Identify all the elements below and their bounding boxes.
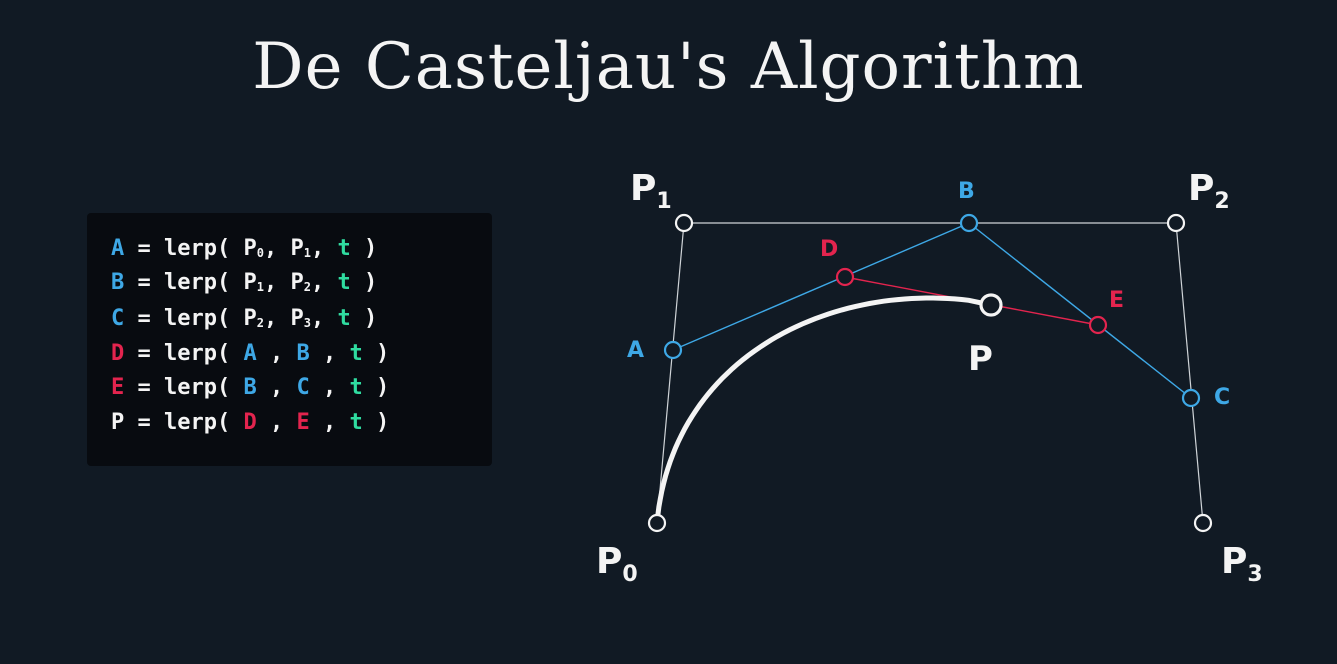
code-paren: )	[375, 375, 390, 400]
code-operator: =	[137, 236, 151, 261]
code-argument: A	[243, 341, 257, 366]
label-e: E	[1109, 288, 1124, 313]
code-paren: )	[363, 306, 378, 331]
code-variable: P	[111, 410, 125, 435]
code-comma: ,	[263, 306, 278, 331]
label-a: A	[627, 338, 644, 363]
code-comma: ,	[310, 270, 325, 295]
label-p: P	[968, 339, 993, 379]
label-p2: P2	[1188, 168, 1230, 214]
label-subscript: 1	[656, 189, 671, 214]
label-p3: P3	[1221, 541, 1263, 587]
point-d	[835, 267, 855, 287]
code-comma: ,	[263, 236, 278, 261]
code-parameter-t: t	[349, 341, 363, 366]
control-line-p0-p1	[656, 222, 685, 524]
control-point-p1	[674, 213, 694, 233]
code-operator: =	[137, 306, 151, 331]
point-b	[959, 213, 979, 233]
lerp-line-b-c	[968, 222, 1192, 399]
code-argument: B	[296, 341, 310, 366]
code-argument: P0	[243, 236, 264, 261]
code-line: C = lerp( P2, P3, t )	[111, 302, 377, 336]
control-point-p2	[1166, 213, 1186, 233]
code-function: lerp(	[164, 341, 231, 366]
code-comma: ,	[322, 410, 337, 435]
code-function: lerp(	[164, 306, 231, 331]
code-parameter-t: t	[337, 270, 351, 295]
point-e	[1088, 315, 1108, 335]
label-c: C	[1214, 385, 1230, 410]
code-variable: E	[111, 375, 125, 400]
code-operator: =	[137, 410, 151, 435]
label-p1: P1	[630, 168, 672, 214]
code-variable: A	[111, 236, 125, 261]
code-argument: C	[296, 375, 310, 400]
code-comma: ,	[269, 341, 284, 366]
code-line: P = lerp( D , E , t )	[111, 406, 389, 440]
code-function: lerp(	[164, 375, 231, 400]
control-line-p2-p3	[1175, 222, 1204, 524]
code-line: E = lerp( B , C , t )	[111, 371, 389, 405]
control-point-p0	[647, 513, 667, 533]
code-paren: )	[375, 410, 390, 435]
code-argument: P2	[290, 270, 311, 295]
code-line: A = lerp( P0, P1, t )	[111, 232, 377, 266]
control-point-p3	[1193, 513, 1213, 533]
code-comma: ,	[322, 341, 337, 366]
code-argument: P2	[243, 306, 264, 331]
code-line: B = lerp( P1, P2, t )	[111, 266, 377, 300]
code-parameter-t: t	[349, 410, 363, 435]
code-comma: ,	[263, 270, 278, 295]
code-parameter-t: t	[337, 306, 351, 331]
code-comma: ,	[269, 410, 284, 435]
code-comma: ,	[322, 375, 337, 400]
point-c	[1181, 388, 1201, 408]
code-argument: P1	[243, 270, 264, 295]
code-comma: ,	[269, 375, 284, 400]
code-argument: B	[243, 375, 257, 400]
label-subscript: 0	[622, 562, 637, 587]
code-parameter-t: t	[349, 375, 363, 400]
code-variable: C	[111, 306, 125, 331]
code-argument: P3	[290, 306, 311, 331]
label-d: D	[820, 237, 838, 262]
bezier-curve	[654, 295, 994, 526]
code-operator: =	[137, 270, 151, 295]
code-argument: P1	[290, 236, 311, 261]
code-comma: ,	[310, 236, 325, 261]
label-p0: P0	[596, 541, 638, 587]
code-paren: )	[363, 270, 378, 295]
curve-point-p	[979, 293, 1003, 317]
code-function: lerp(	[164, 410, 231, 435]
code-argument: E	[296, 410, 310, 435]
code-variable: D	[111, 341, 125, 366]
code-paren: )	[363, 236, 378, 261]
code-operator: =	[137, 375, 151, 400]
lerp-line-a-b	[672, 222, 970, 351]
code-comma: ,	[310, 306, 325, 331]
code-paren: )	[375, 341, 390, 366]
label-subscript: 2	[1214, 189, 1229, 214]
code-function: lerp(	[164, 236, 231, 261]
page-title: De Casteljau's Algorithm	[252, 30, 1085, 104]
point-a	[663, 340, 683, 360]
code-operator: =	[137, 341, 151, 366]
code-panel: A = lerp( P0, P1, t )B = lerp( P1, P2, t…	[87, 213, 492, 466]
label-b: B	[958, 179, 975, 204]
label-subscript: 3	[1247, 562, 1262, 587]
code-line: D = lerp( A , B , t )	[111, 337, 389, 371]
code-argument: D	[243, 410, 257, 435]
code-variable: B	[111, 270, 125, 295]
code-function: lerp(	[164, 270, 231, 295]
code-parameter-t: t	[337, 236, 351, 261]
